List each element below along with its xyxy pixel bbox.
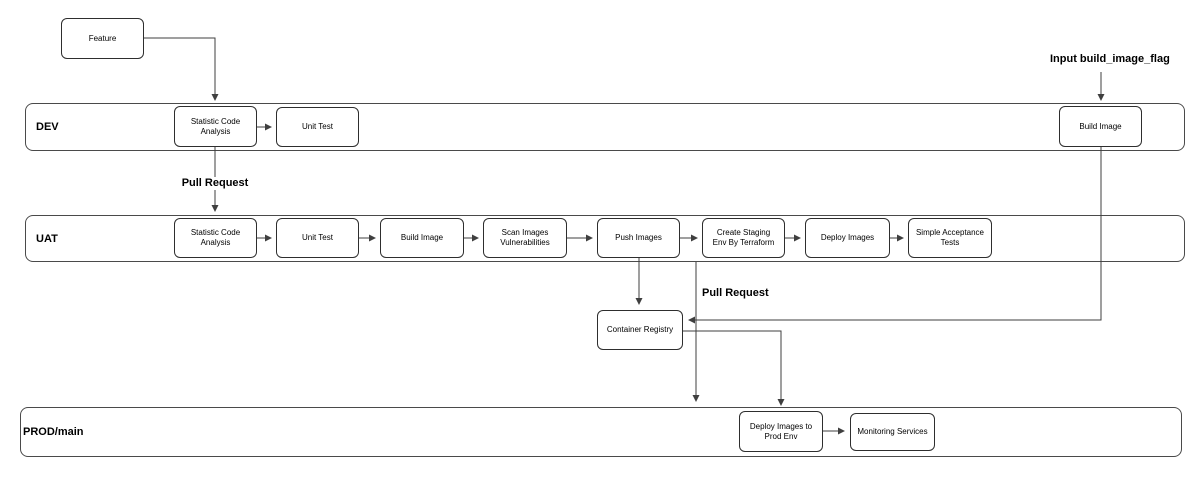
lane-prod-main-label: PROD/main <box>23 426 84 438</box>
node-uat-statistic-code-analysis: Statistic Code Analysis <box>174 218 257 258</box>
node-container-registry: Container Registry <box>597 310 683 350</box>
label-pull-request-uat-prod: Pull Request <box>700 287 771 300</box>
lane-uat-label: UAT <box>36 232 58 245</box>
node-prod-deploy-images-to-prod-env: Deploy Images to Prod Env <box>739 411 823 452</box>
node-uat-build-image: Build Image <box>380 218 464 258</box>
node-uat-create-staging-env-by-terraform: Create Staging Env By Terraform <box>702 218 785 258</box>
node-feature: Feature <box>61 18 144 59</box>
node-uat-push-images: Push Images <box>597 218 680 258</box>
label-pull-request-dev-uat: Pull Request <box>179 177 251 190</box>
node-uat-scan-images-vulnerabilities: Scan Images Vulnerabilities <box>483 218 567 258</box>
edge-feature-to-dev-statistic-code-analysis <box>144 37 219 101</box>
lane-dev-label: DEV <box>36 121 59 133</box>
edge-container-registry-to-prod-deploy <box>683 330 785 406</box>
node-prod-monitoring-services: Monitoring Services <box>850 413 935 451</box>
label-input-build-image-flag: Input build_image_flag <box>1048 53 1172 66</box>
node-dev-unit-test: Unit Test <box>276 107 359 147</box>
node-dev-statistic-code-analysis: Statistic Code Analysis <box>174 106 257 147</box>
lane-prod-main: PROD/main <box>20 407 1182 457</box>
node-dev-build-image: Build Image <box>1059 106 1142 147</box>
node-uat-simple-acceptance-tests: Simple Acceptance Tests <box>908 218 992 258</box>
node-uat-unit-test: Unit Test <box>276 218 359 258</box>
node-uat-deploy-images: Deploy Images <box>805 218 890 258</box>
